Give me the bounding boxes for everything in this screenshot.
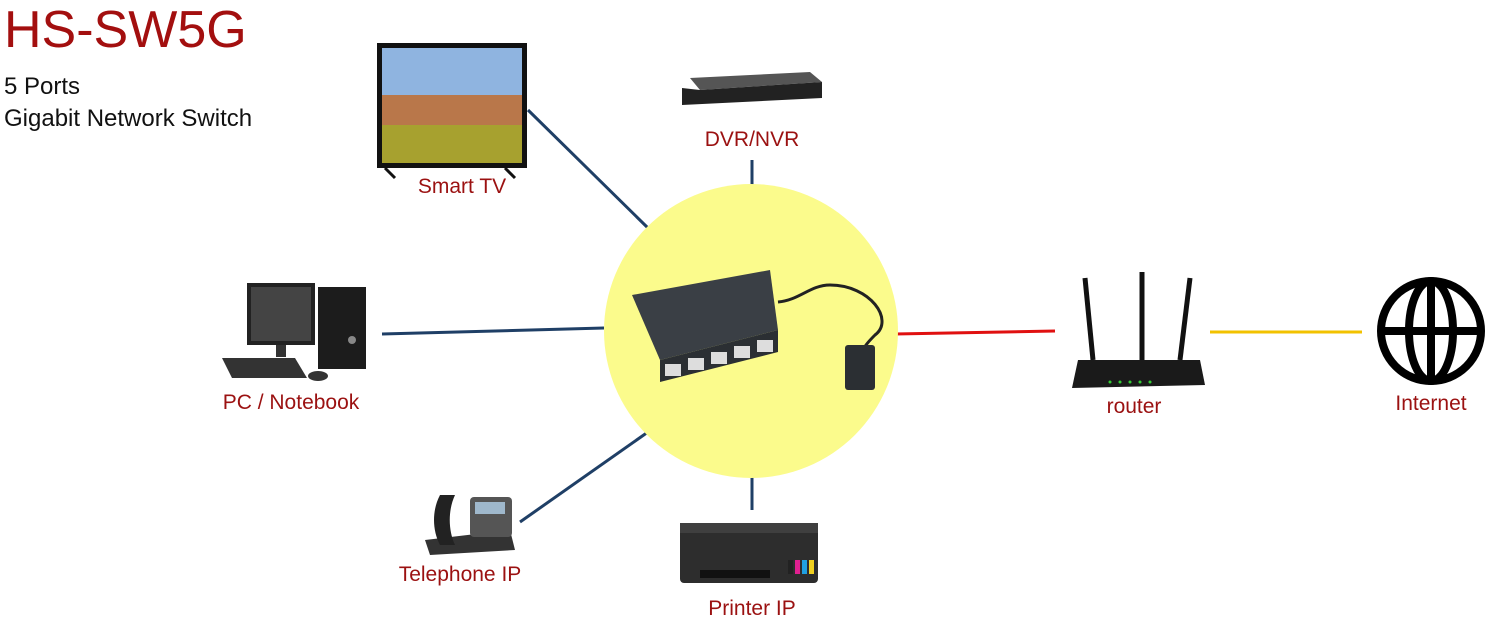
label-pc: PC / Notebook <box>222 391 360 414</box>
globe-icon <box>1377 277 1485 385</box>
subtitle-ports: 5 Ports <box>4 73 81 100</box>
label-router: router <box>1106 395 1162 418</box>
tv-icon <box>377 43 527 180</box>
switch-icon <box>632 270 884 390</box>
label-phone: Telephone IP <box>398 563 522 586</box>
label-printer: Printer IP <box>708 597 796 620</box>
phone-icon <box>425 495 515 555</box>
label-internet: Internet <box>1395 392 1467 415</box>
link-router <box>894 329 1056 336</box>
subtitle-description: Gigabit Network Switch <box>4 105 253 132</box>
label-smart-tv: Smart TV <box>417 175 507 198</box>
link-pc <box>381 326 605 336</box>
page-title: HS-SW5G <box>4 1 247 59</box>
link-tv <box>526 108 650 230</box>
label-dvr: DVR/NVR <box>704 128 800 151</box>
dvr-icon <box>682 72 822 105</box>
link-phone <box>519 430 649 524</box>
pc-icon <box>222 283 366 381</box>
printer-icon <box>680 523 818 583</box>
router-icon <box>1072 272 1205 388</box>
